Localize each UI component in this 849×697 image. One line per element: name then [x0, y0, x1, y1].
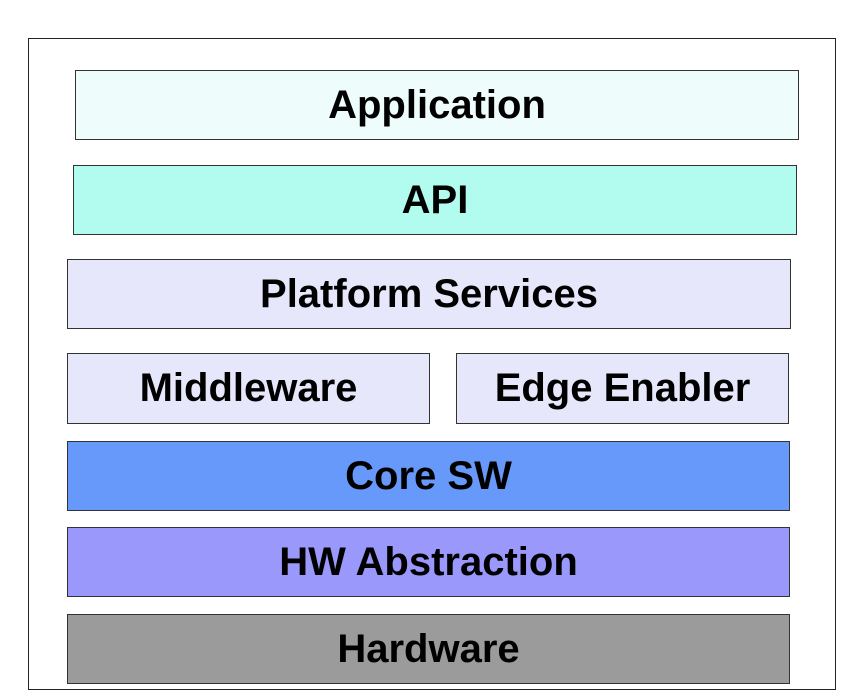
layer-application: Application: [75, 70, 799, 140]
layer-api-label: API: [401, 177, 469, 222]
layer-hw-abstraction-label: HW Abstraction: [279, 539, 578, 584]
layer-hardware: Hardware: [67, 614, 790, 684]
layer-platform-services-label: Platform Services: [260, 271, 598, 316]
layer-platform-services: Platform Services: [67, 259, 791, 329]
layer-edge-enabler: Edge Enabler: [456, 353, 789, 424]
layer-middleware: Middleware: [67, 353, 430, 424]
layer-core-sw: Core SW: [67, 441, 790, 511]
layer-api: API: [73, 165, 797, 235]
layer-middleware-label: Middleware: [139, 366, 358, 410]
layer-application-label: Application: [328, 82, 546, 127]
layer-hardware-label: Hardware: [337, 626, 520, 671]
layer-hw-abstraction: HW Abstraction: [67, 527, 790, 597]
layer-core-sw-label: Core SW: [345, 453, 512, 498]
layer-edge-enabler-label: Edge Enabler: [494, 366, 751, 410]
